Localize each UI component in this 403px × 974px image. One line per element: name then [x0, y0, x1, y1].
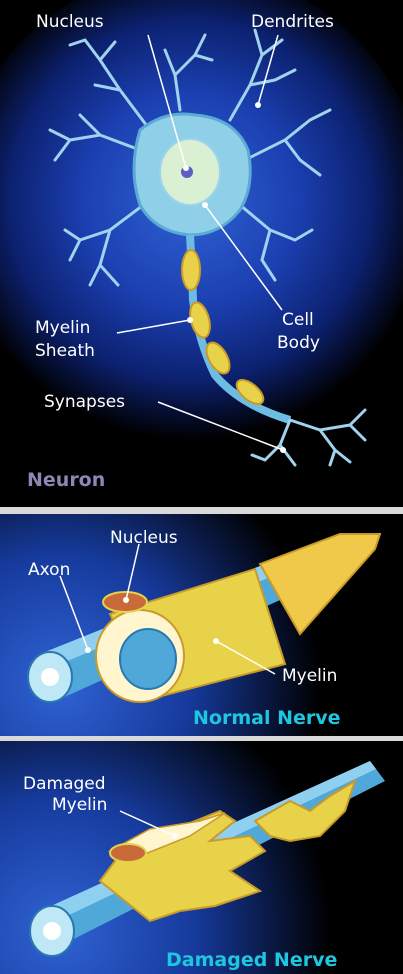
label-synapses: Synapses [44, 392, 125, 412]
neuron-title: Neuron [27, 469, 105, 491]
damaged-nerve-panel: Damaged Myelin Damaged Nerve [0, 741, 403, 974]
label-nucleus: Nucleus [36, 12, 104, 32]
label-axon: Axon [28, 560, 70, 580]
label-cell-body-2: Body [277, 333, 320, 353]
damaged-nerve-title: Damaged Nerve [166, 949, 337, 971]
label-damaged-2: Myelin [52, 795, 107, 815]
neuron-panel: Nucleus Dendrites Myelin Sheath Cell Bod… [0, 0, 403, 507]
neuron-diagram: Nucleus Dendrites Myelin Sheath Cell Bod… [0, 0, 403, 507]
label-dendrites: Dendrites [251, 12, 334, 32]
label-myelin-sheath-2: Sheath [35, 341, 95, 361]
label-myelin-sheath-1: Myelin [35, 318, 90, 338]
normal-nerve-diagram: Nucleus Axon Myelin Normal Nerve [0, 514, 403, 736]
label-normal-nucleus: Nucleus [110, 528, 178, 548]
normal-nerve-title: Normal Nerve [193, 707, 341, 729]
label-damaged-1: Damaged [23, 774, 106, 794]
damaged-nerve-diagram: Damaged Myelin Damaged Nerve [0, 741, 403, 974]
normal-nerve-panel: Nucleus Axon Myelin Normal Nerve [0, 514, 403, 736]
label-normal-myelin: Myelin [282, 666, 337, 686]
label-cell-body-1: Cell [282, 310, 314, 330]
divider-1 [0, 507, 403, 514]
